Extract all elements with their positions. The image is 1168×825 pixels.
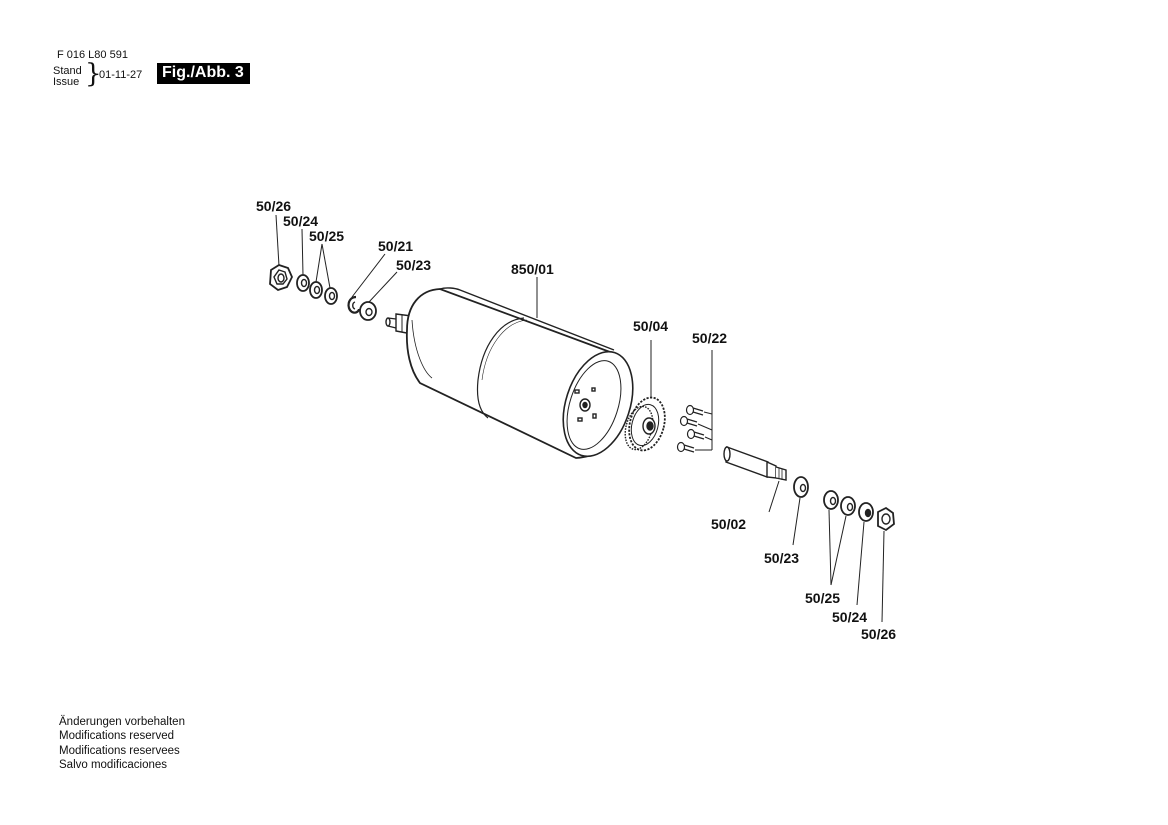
- callout-left-washer-24: 50/24: [283, 213, 318, 229]
- shaft-leader: [768, 480, 780, 513]
- callout-left-nut: 50/26: [256, 198, 291, 214]
- note-fr: Modifications reservees: [59, 744, 180, 757]
- screws: [676, 404, 705, 453]
- right-washer-25a: [823, 490, 839, 510]
- callout-right-nut: 50/26: [861, 626, 896, 642]
- callout-shaft: 50/02: [711, 516, 746, 532]
- callout-left-washers-25: 50/25: [309, 228, 344, 244]
- right-nut: [877, 506, 895, 532]
- brace-glyph: }: [85, 59, 102, 89]
- callout-right-washers-25: 50/25: [805, 590, 840, 606]
- right-leaders: [792, 497, 885, 623]
- issue-label: Issue: [53, 76, 80, 88]
- issue-date: 01-11-27: [99, 69, 143, 81]
- note-es: Salvo modificaciones: [59, 758, 168, 771]
- callout-motor: 850/01: [511, 261, 554, 277]
- callout-screws: 50/22: [692, 330, 727, 346]
- motor-body: [385, 287, 634, 459]
- left-washer-23: [359, 301, 377, 321]
- shaft: [723, 446, 787, 481]
- left-washer-24: [296, 274, 310, 292]
- left-clip: [347, 295, 361, 314]
- left-nut: [269, 264, 293, 292]
- modification-notes: Änderungen vorbehalten Modifications res…: [59, 715, 185, 772]
- right-washer-25b: [840, 496, 856, 516]
- callout-left-washer-23: 50/23: [396, 257, 431, 273]
- note-de: Änderungen vorbehalten: [59, 716, 185, 728]
- right-washer-24: [858, 502, 874, 522]
- left-washer-25a: [309, 281, 323, 299]
- note-en: Modifications reserved: [59, 730, 175, 743]
- stand-label: Stand: [53, 65, 82, 77]
- callout-right-washer-24: 50/24: [832, 609, 867, 625]
- callout-left-clip: 50/21: [378, 238, 413, 254]
- screws-leaders: [695, 350, 713, 451]
- callout-right-washer-23: 50/23: [764, 550, 799, 566]
- bevel-gear: [624, 396, 666, 452]
- figure-badge: Fig./Abb. 3: [157, 63, 250, 84]
- left-leaders: [275, 214, 398, 303]
- document-number: F 016 L80 591: [57, 49, 128, 61]
- callout-gear: 50/04: [633, 318, 668, 334]
- left-washer-25b: [324, 287, 338, 305]
- right-washer-23: [793, 476, 809, 498]
